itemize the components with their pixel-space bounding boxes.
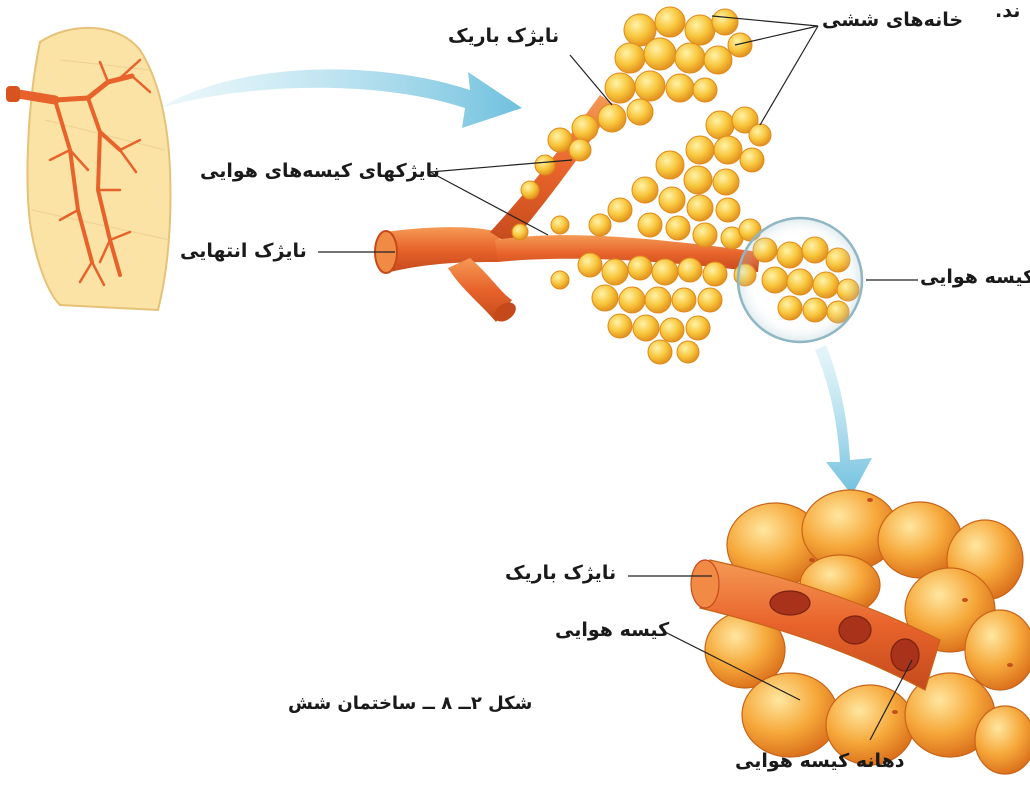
label-terminal-bronchiole: نایژک انتهایی — [180, 242, 307, 261]
leader-alveoli-3 — [760, 26, 818, 125]
label-narrow-bronchiole-bottom: نایژک باریک — [505, 564, 616, 583]
figure-caption: شکل ۲ــ ۸ ــ ساختمان شش — [288, 695, 532, 713]
zoom-arrow-top — [160, 69, 522, 128]
label-air-sac-right: کیسه هوایی — [920, 268, 1030, 287]
enlarged-alveoli — [691, 490, 1030, 774]
leader-narrow-bronchiole-top — [570, 55, 612, 105]
label-respiratory-bronchioles: نایژکهای کیسه‌های هوایی — [200, 162, 440, 181]
zoom-arrow-bottom — [815, 345, 872, 495]
corner-text: ند. — [995, 2, 1020, 21]
label-air-sac-bottom: کیسه هوایی — [555, 621, 669, 640]
lung-illustration — [6, 28, 171, 310]
trachea-stub — [6, 86, 20, 102]
label-alveoli: خانه‌های ششی — [822, 11, 963, 30]
label-air-sac-mouth: دهانه کیسه هوایی — [735, 752, 905, 771]
magnifier-circle — [738, 218, 862, 342]
label-narrow-bronchiole-top: نایژک باریک — [448, 27, 559, 46]
